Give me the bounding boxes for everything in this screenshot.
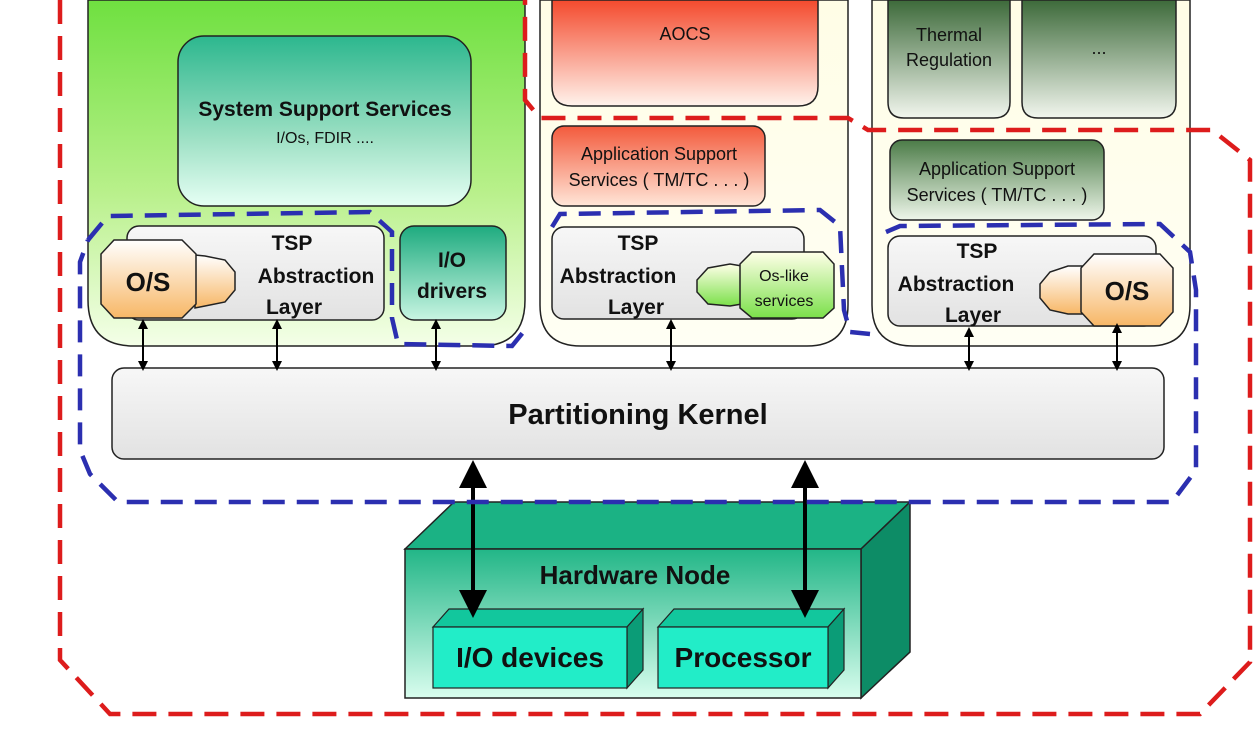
middle-app-support-line1: Application Support — [581, 144, 737, 164]
hardware-node-title: Hardware Node — [540, 560, 731, 590]
left-tsp-line1: TSP — [272, 232, 313, 255]
red-outer-boundary — [57, 0, 1253, 717]
hardware-node: Hardware Node I/O devices Processor — [403, 500, 912, 700]
io-drivers-line2: drivers — [417, 280, 487, 303]
middle-blue-boundary — [550, 207, 871, 337]
layer-kernel-arrows — [138, 319, 1122, 371]
io-drivers-line1: I/O — [438, 249, 466, 272]
processor-label: Processor — [675, 642, 812, 673]
right-partition: Thermal Regulation ... Application Suppo… — [871, 0, 1191, 347]
middle-app-support-line2: Services ( TM/TC . . . ) — [569, 170, 750, 190]
right-tsp-line3: Layer — [945, 304, 1001, 327]
left-tsp-line3: Layer — [266, 296, 322, 319]
kernel-hardware-arrows — [459, 460, 819, 618]
middle-tsp-line2: Abstraction — [560, 265, 677, 288]
io-drivers-box: I/O drivers — [399, 225, 507, 321]
left-partition: System Support Services I/Os, FDIR .... … — [87, 0, 526, 347]
io-devices-box: I/O devices — [431, 607, 645, 690]
system-support-services-box: System Support Services I/Os, FDIR .... — [177, 35, 472, 207]
other-app-label: ... — [1091, 38, 1106, 58]
blue-dashed-boundaries — [77, 207, 1199, 505]
right-app-support-line1: Application Support — [919, 159, 1075, 179]
processor-box: Processor — [656, 607, 846, 690]
partitioning-kernel: Partitioning Kernel — [111, 367, 1165, 460]
thermal-regulation-box: Thermal Regulation — [887, 0, 1011, 119]
middle-tsp-line1: TSP — [618, 232, 659, 255]
right-tsp-line2: Abstraction — [898, 273, 1015, 296]
system-support-title: System Support Services — [198, 98, 451, 121]
red-dashed-boundary — [57, 0, 1253, 717]
os-like-line2: services — [755, 293, 814, 310]
left-os-label: O/S — [126, 267, 171, 297]
io-devices-label: I/O devices — [456, 642, 604, 673]
aocs-box: AOCS — [551, 0, 819, 107]
os-like-services-shape: Os-like services — [696, 251, 835, 319]
middle-tsp-line3: Layer — [608, 296, 664, 319]
left-blue-boundary — [86, 209, 527, 349]
thermal-regulation-line2: Regulation — [906, 50, 992, 70]
right-app-support-line2: Services ( TM/TC . . . ) — [907, 185, 1088, 205]
left-os-shape: O/S — [100, 239, 236, 319]
left-tsp-line2: Abstraction — [258, 265, 375, 288]
right-app-support-box: Application Support Services ( TM/TC . .… — [889, 139, 1105, 221]
system-support-subtitle: I/Os, FDIR .... — [276, 130, 374, 147]
other-app-box: ... — [1021, 0, 1177, 119]
middle-partition: AOCS Application Support Services ( TM/T… — [539, 0, 849, 347]
thermal-regulation-line1: Thermal — [916, 25, 982, 45]
kernel-label: Partitioning Kernel — [508, 399, 767, 431]
aocs-label: AOCS — [659, 24, 710, 44]
right-os-label: O/S — [1105, 276, 1150, 306]
outer-blue-boundary — [77, 221, 1199, 505]
right-tsp-line1: TSP — [957, 240, 998, 263]
right-os-shape: O/S — [1039, 253, 1174, 327]
middle-app-support-box: Application Support Services ( TM/TC . .… — [551, 125, 766, 207]
os-like-line1: Os-like — [759, 268, 809, 285]
